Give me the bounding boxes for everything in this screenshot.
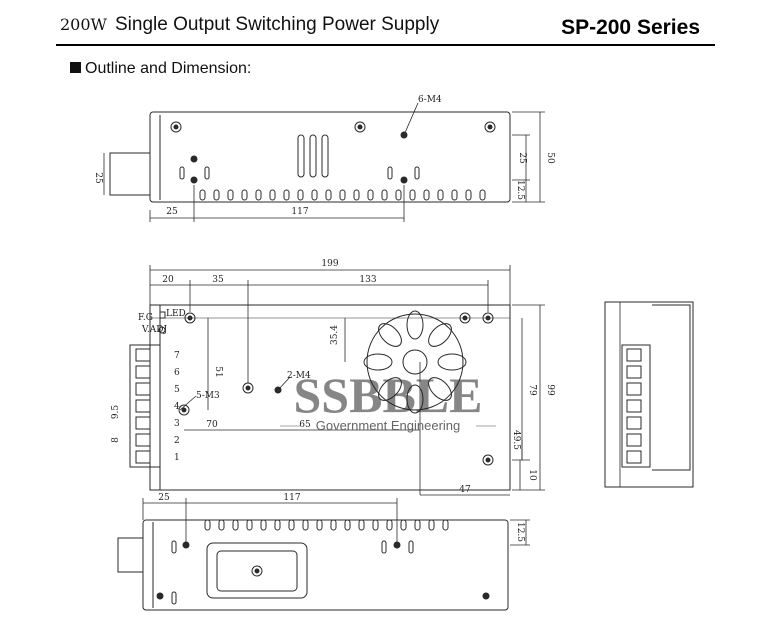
dim-label: 47 [459, 485, 471, 495]
top-vent-slot [297, 134, 305, 178]
series-name: SP-200 Series [561, 16, 700, 39]
vadj-potentiometer-icon [158, 326, 166, 334]
side-terminal-block [621, 344, 651, 468]
bottom-view: 25 117 12.5 [117, 493, 530, 611]
dim-label: 35 [212, 275, 224, 285]
page-header: 200W Single Output Switching Power Supply… [0, 0, 778, 48]
dim-label: 51 [213, 366, 223, 377]
bullet-square-icon [70, 62, 81, 73]
front-view-outline [149, 304, 511, 491]
dim-label: 12.5 [515, 522, 525, 542]
bottom-panel [206, 542, 308, 599]
side-terminal-screws [626, 348, 642, 464]
header-divider [56, 44, 715, 46]
dim-label: 2-M4 [287, 371, 311, 381]
dim-label: 12.5 [515, 180, 525, 200]
wattage-label: 200W [60, 15, 107, 34]
dim-label: 8 [111, 437, 121, 443]
fan-grill-icon [363, 310, 467, 414]
front-dimensions [149, 265, 545, 496]
dim-label: 6-M4 [418, 95, 442, 105]
terminal-screws [135, 348, 151, 464]
dim-label: 25 [517, 152, 527, 164]
dim-label: 10 [527, 469, 537, 481]
top-small-slots [179, 166, 420, 180]
top-vent-row [199, 189, 486, 201]
bottom-view-outline [142, 519, 509, 611]
watermark-text: SSBBLE [293, 367, 482, 423]
side-view [604, 301, 694, 488]
terminal-number: 3 [174, 419, 180, 429]
top-vent-slot [309, 134, 317, 178]
product-title: 200W Single Output Switching Power Supply [60, 14, 439, 36]
terminal-number: 4 [174, 402, 180, 412]
dim-label: 5-M3 [196, 391, 220, 401]
terminal-number: 2 [174, 436, 180, 446]
dim-label: 50 [545, 152, 555, 164]
bottom-vent-row [204, 519, 449, 531]
watermark: SSBBLE Government Engineering [280, 367, 496, 433]
bottom-dimensions [142, 498, 530, 546]
front-view: 7 6 5 4 3 2 1 F.G V.ADJ LED [111, 259, 555, 496]
dim-label: 117 [291, 207, 308, 217]
terminal-block [129, 344, 161, 468]
bottom-small-slots [171, 540, 414, 605]
dim-label: 70 [206, 420, 218, 430]
side-view-outline [604, 301, 694, 488]
dim-label: F.G [138, 313, 153, 323]
top-screw-holes [170, 121, 496, 184]
dim-label: 35.4 [330, 325, 340, 345]
dim-label: 65 [299, 420, 311, 430]
dim-label: V.ADJ [141, 325, 168, 335]
top-view-outline [149, 111, 511, 203]
side-cover-line [652, 304, 691, 471]
dim-label: LED [166, 309, 186, 319]
dim-label: 25 [93, 172, 103, 184]
dim-label: 49.5 [511, 430, 521, 450]
title-text: Single Output Switching Power Supply [114, 14, 440, 35]
dim-label: 9.5 [111, 405, 121, 420]
watermark-subtitle: Government Engineering [316, 418, 461, 433]
dim-label: 20 [162, 275, 174, 285]
dim-label: 25 [158, 493, 170, 503]
top-view: 6-M4 25 25 117 25 50 12.5 [93, 95, 555, 222]
top-vent-slot [321, 134, 329, 178]
terminal-number: 5 [174, 385, 180, 395]
led-indicator-icon [159, 311, 166, 319]
top-view-connector [109, 152, 151, 196]
dim-label: 79 [527, 384, 537, 396]
terminal-number: 7 [174, 351, 180, 361]
terminal-number: 6 [174, 368, 180, 378]
dim-label: 133 [359, 275, 376, 285]
bottom-view-connector [117, 537, 144, 573]
dim-label: 99 [545, 384, 555, 396]
terminal-number: 1 [174, 453, 180, 463]
section-heading: Outline and Dimension: [70, 60, 251, 78]
dim-label: 117 [283, 493, 300, 503]
dim-label: 199 [321, 259, 338, 269]
top-dimensions [103, 102, 545, 222]
section-title: Outline and Dimension: [85, 60, 252, 77]
dim-label: 25 [166, 207, 178, 217]
